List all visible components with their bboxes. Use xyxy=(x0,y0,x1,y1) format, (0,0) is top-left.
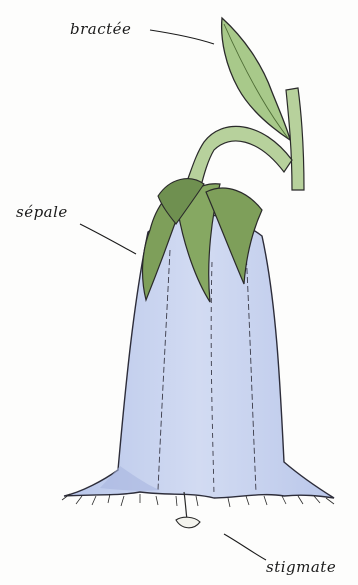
stigma xyxy=(176,517,200,528)
label-stigmate: stigmate xyxy=(266,558,336,576)
bract-leaf xyxy=(222,18,290,140)
label-sepale: sépale xyxy=(16,203,68,221)
leader-stigmate xyxy=(224,534,266,560)
leader-bractee xyxy=(150,30,214,44)
label-bractee: bractée xyxy=(70,20,131,38)
leader-sepale xyxy=(80,224,136,254)
pedicel xyxy=(186,126,292,190)
